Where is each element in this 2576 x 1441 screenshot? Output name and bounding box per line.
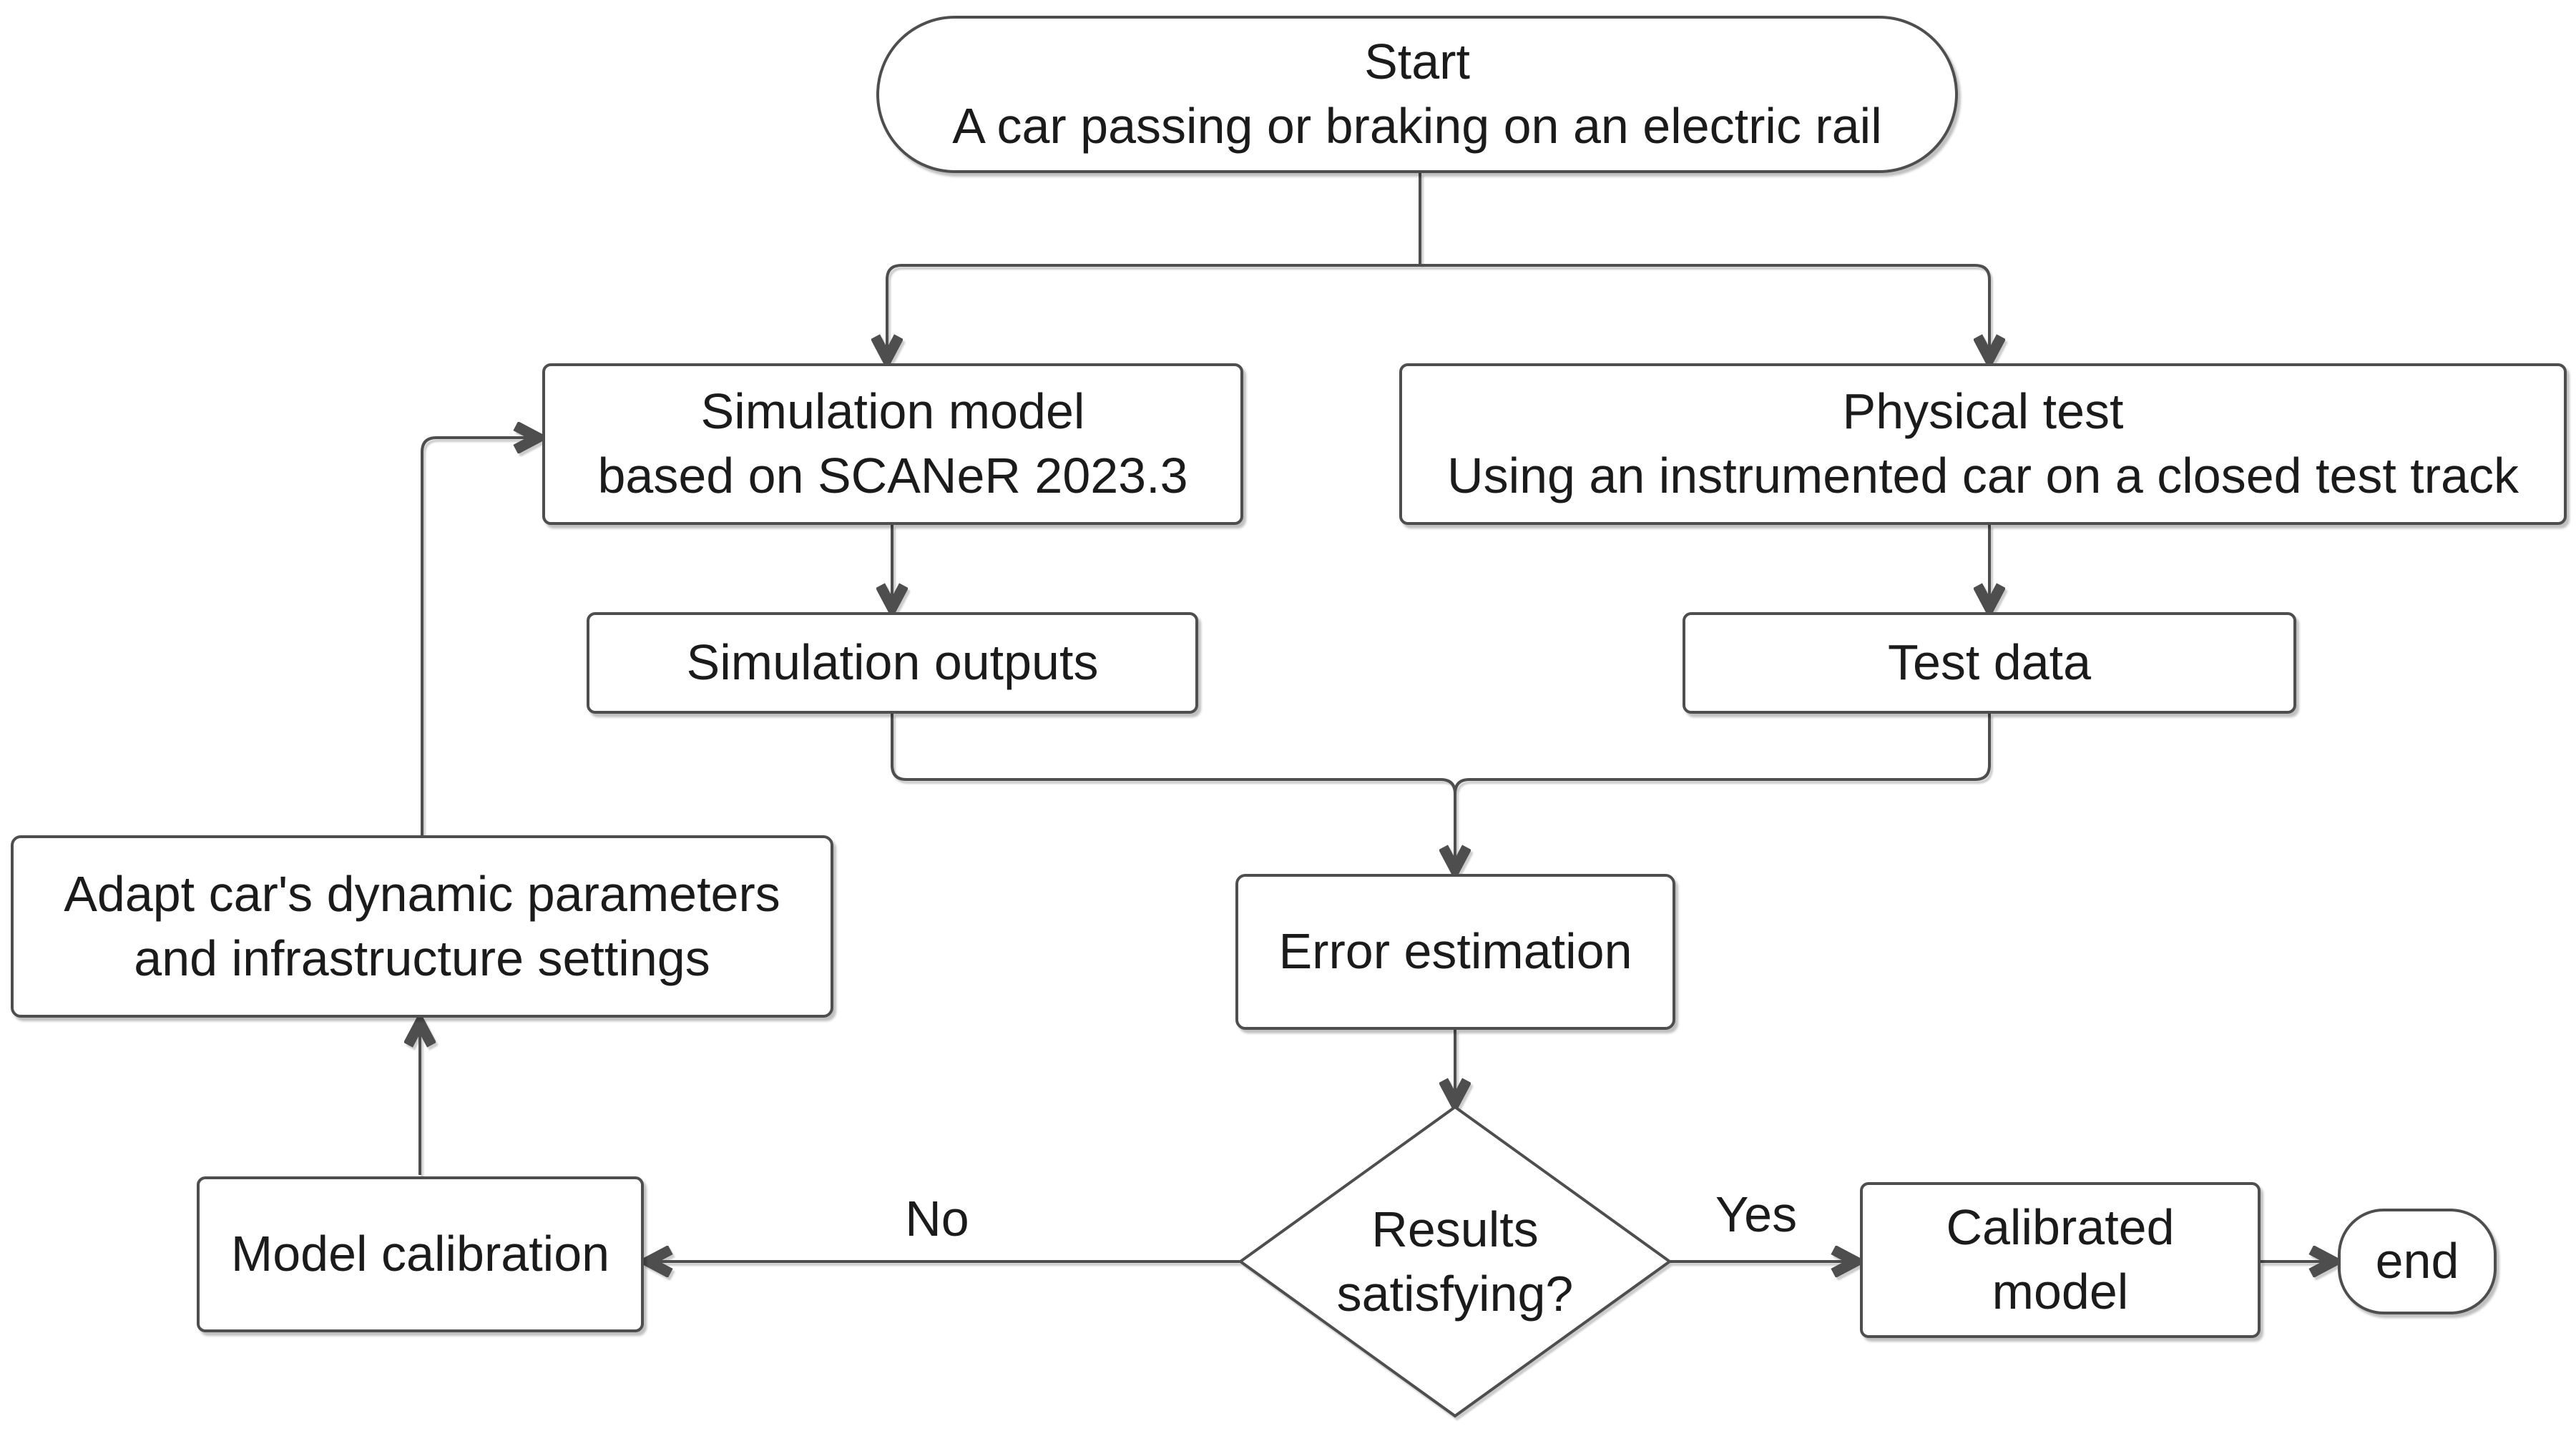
node-decision-label: Results satisfying?	[1276, 1137, 1634, 1387]
edge-label-yes: Yes	[1715, 1186, 1798, 1242]
node-label-line: based on SCANeR 2023.3	[597, 448, 1188, 503]
node-label-line: Using an instrumented car on a closed te…	[1447, 448, 2519, 503]
node-label-line: A car passing or braking on an electric …	[952, 98, 1882, 154]
node-adapt-parameters: Adapt car's dynamic parameters and infra…	[11, 835, 833, 1018]
edge-outputs-to-merge	[891, 714, 1441, 781]
node-label-line: satisfying?	[1336, 1266, 1574, 1322]
node-label-line: Results	[1371, 1201, 1539, 1258]
node-label-line: Model calibration	[230, 1226, 610, 1282]
node-label-line: end	[2375, 1233, 2459, 1289]
edge-merge-junction-right	[1454, 778, 1470, 795]
node-label-line: model	[1992, 1264, 2129, 1319]
node-simulation-model: Simulation model based on SCANeR 2023.3	[542, 363, 1243, 525]
node-label-line: Adapt car's dynamic parameters	[64, 865, 780, 922]
edge-merge-to-error-estimation	[1441, 778, 1455, 870]
edge-test-data-to-merge	[1469, 714, 1991, 781]
edge-adapt-to-simulation-model	[421, 438, 538, 835]
node-label-line: Start	[1364, 34, 1470, 90]
node-label-line: Calibrated	[1946, 1199, 2175, 1256]
node-end: end	[2338, 1209, 2497, 1314]
node-simulation-outputs: Simulation outputs	[587, 612, 1198, 714]
node-label-line: Test data	[1887, 634, 2092, 691]
node-label-line: Error estimation	[1278, 923, 1632, 980]
node-label-line: and infrastructure settings	[134, 930, 710, 986]
node-calibrated-model: Calibrated model	[1860, 1182, 2261, 1338]
edge-label-no: No	[905, 1191, 969, 1246]
node-label-line: Physical test	[1842, 383, 2124, 440]
node-label-line: Simulation outputs	[686, 634, 1099, 691]
node-test-data: Test data	[1683, 612, 2296, 714]
node-error-estimation: Error estimation	[1235, 874, 1675, 1030]
node-label-line: Simulation model	[700, 383, 1085, 440]
node-physical-test: Physical test Using an instrumented car …	[1399, 363, 2567, 525]
node-start: Start A car passing or braking on an ele…	[876, 16, 1958, 173]
node-model-calibration: Model calibration	[197, 1176, 644, 1332]
decision-diamond-shape	[1238, 1105, 1673, 1418]
edge-split-to-physical-test	[1420, 264, 1989, 359]
edge-split-to-simulation-model	[887, 264, 1420, 359]
